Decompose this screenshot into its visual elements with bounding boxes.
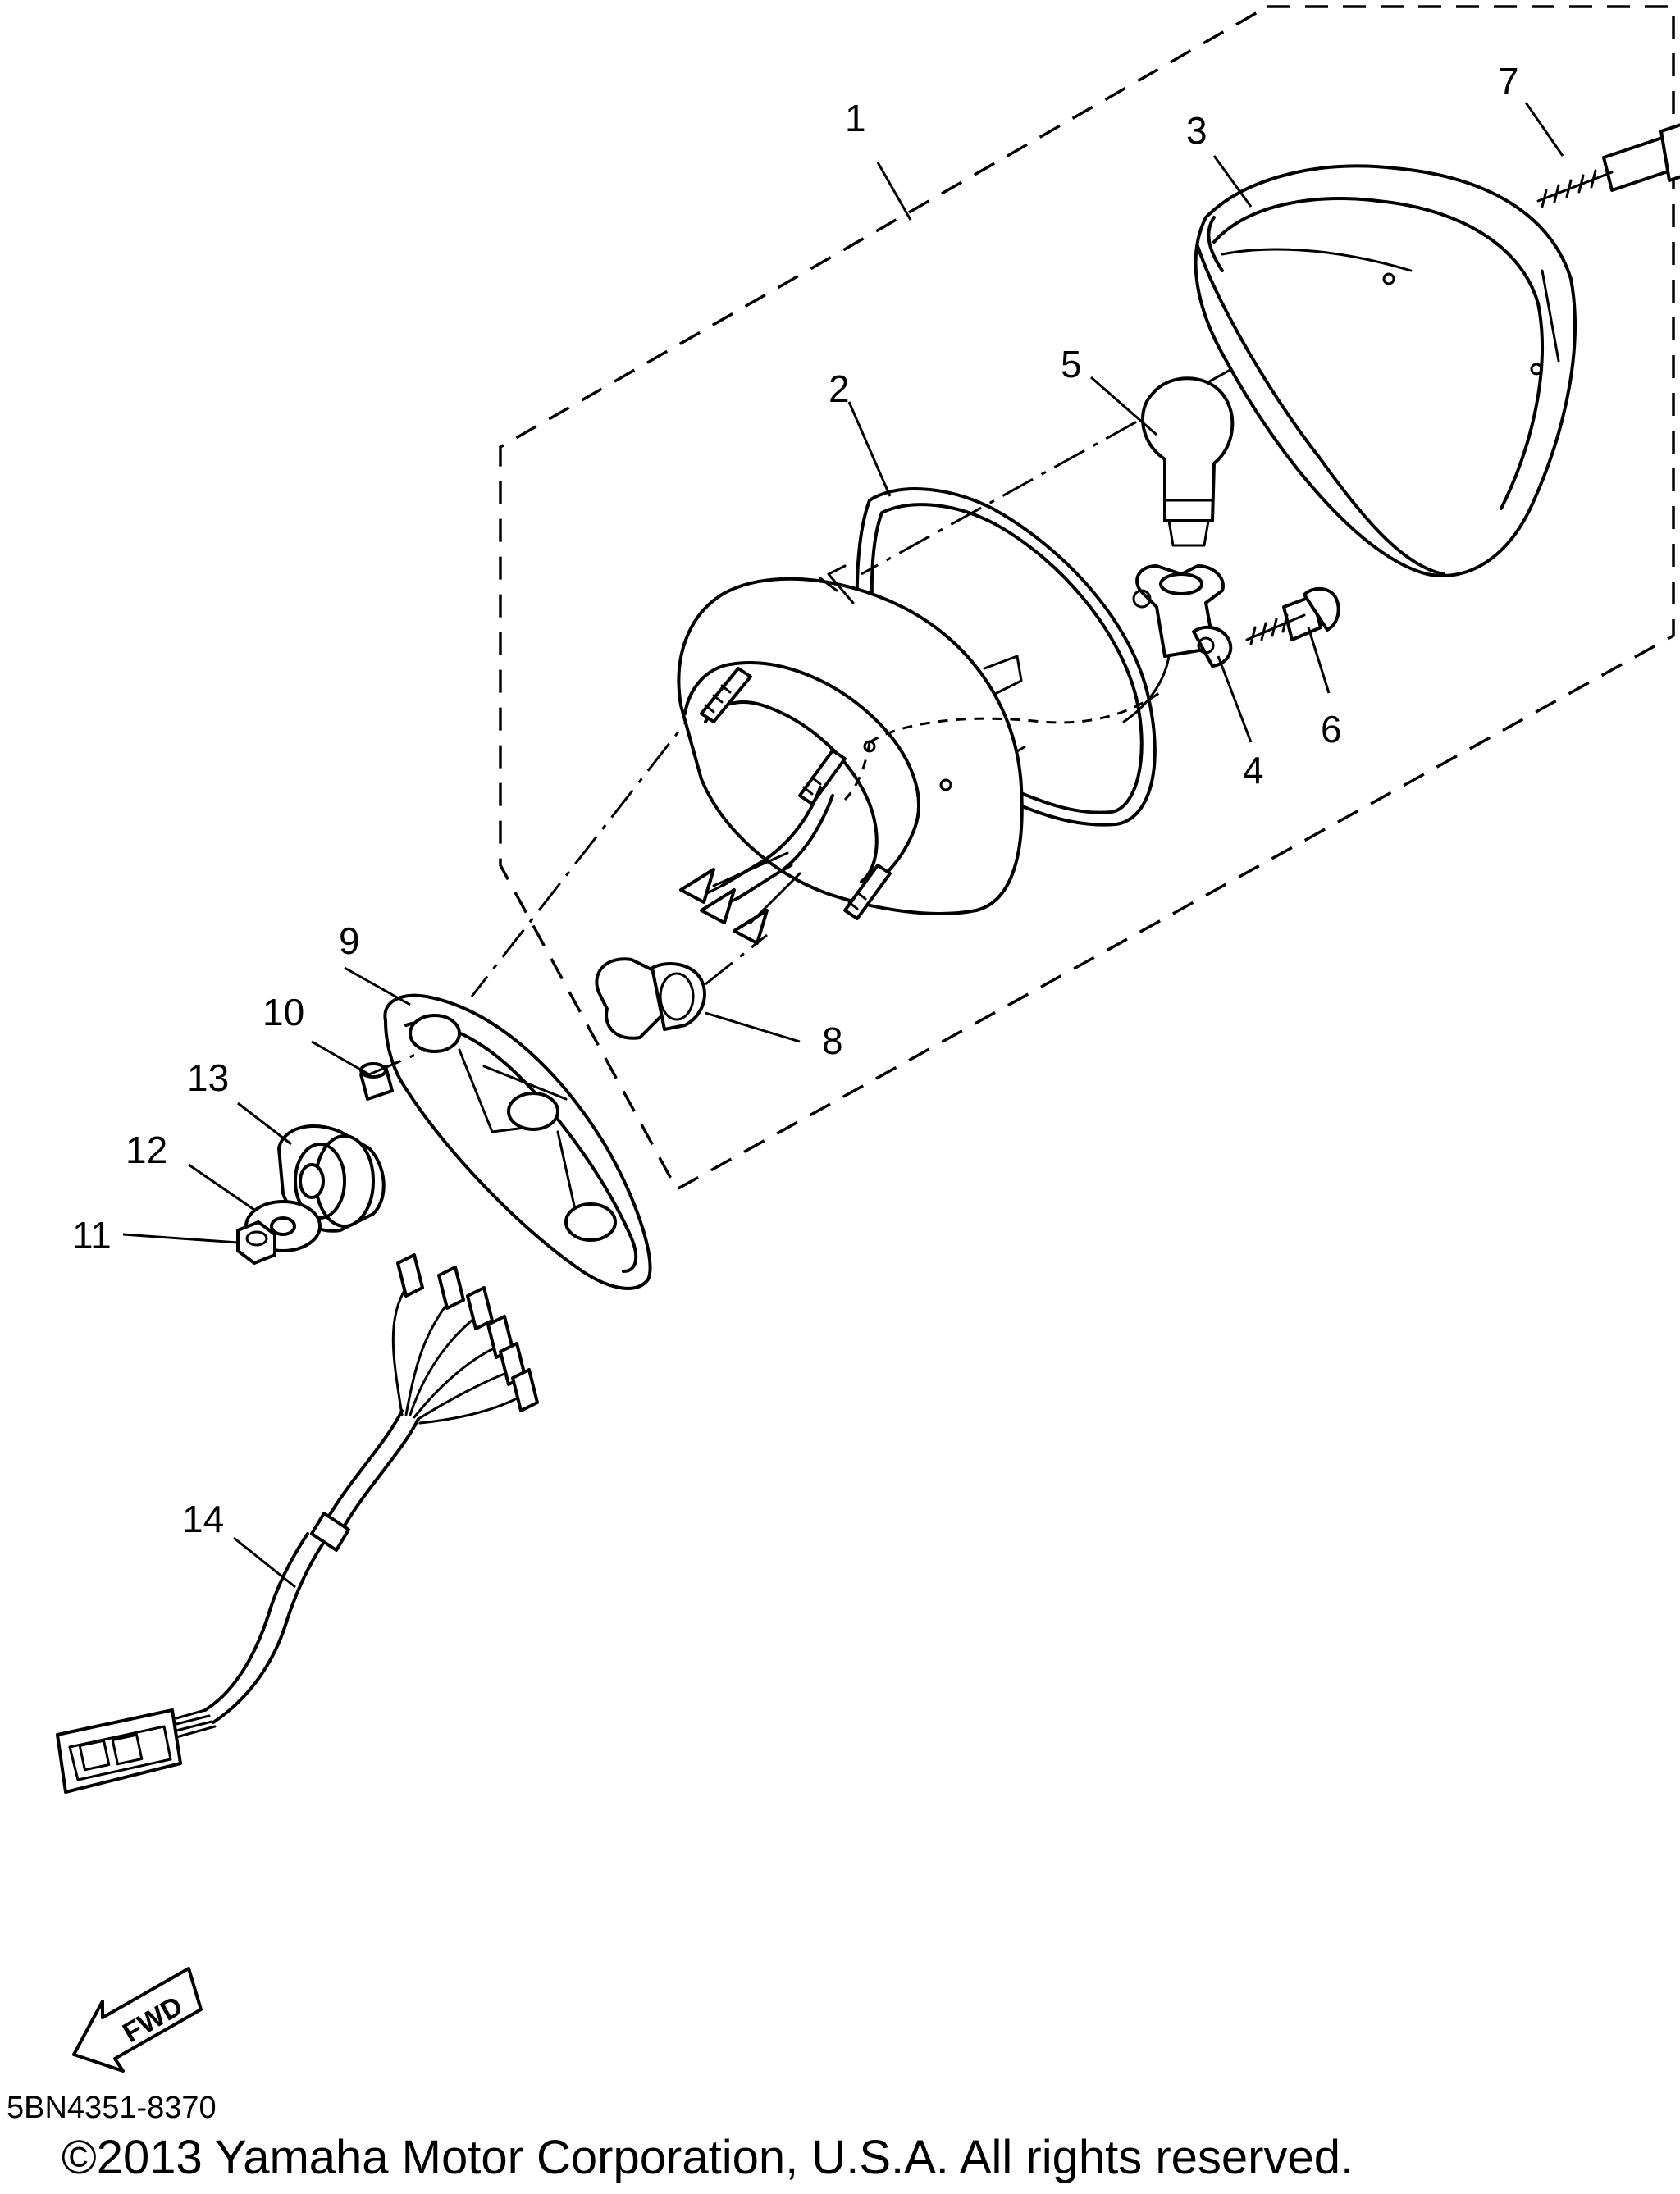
base-plate — [383, 993, 652, 1290]
callout-1: 1 — [845, 97, 866, 139]
center-line-lower — [470, 696, 707, 997]
bulb — [1141, 376, 1235, 547]
fwd-arrow: FWD — [72, 1967, 203, 2073]
leader-7 — [1524, 102, 1564, 157]
leader-12 — [188, 1163, 255, 1211]
callout-13: 13 — [187, 1056, 229, 1099]
screw-7 — [1536, 123, 1680, 208]
leader-11 — [122, 1233, 239, 1244]
grommet — [595, 933, 768, 1040]
callout-14: 14 — [182, 1498, 224, 1540]
lens — [1194, 164, 1577, 577]
callout-11: 11 — [72, 1214, 112, 1257]
callout-3: 3 — [1186, 109, 1208, 152]
leader-2 — [847, 401, 892, 497]
leader-8 — [705, 1011, 801, 1043]
nut — [236, 1220, 276, 1265]
wire-harness — [56, 1253, 539, 1794]
leader-14 — [233, 1536, 296, 1589]
callout-7: 7 — [1498, 60, 1519, 103]
leader-13 — [237, 1102, 292, 1146]
leader-1 — [876, 162, 912, 221]
callout-8: 8 — [822, 1019, 843, 1062]
callout-12: 12 — [126, 1129, 167, 1171]
copyright-notice: ©2013 Yamaha Motor Corporation, U.S.A. A… — [62, 2131, 1354, 2184]
callout-2: 2 — [829, 367, 850, 410]
socket — [1122, 564, 1233, 723]
callout-5: 5 — [1061, 343, 1082, 385]
collar — [359, 1062, 394, 1101]
leader-6 — [1307, 627, 1331, 694]
callout-10: 10 — [262, 991, 304, 1033]
assembly-boundary — [499, 5, 1675, 1192]
leader-4 — [1217, 655, 1253, 743]
callout-9: 9 — [339, 919, 360, 962]
center-line-upper — [861, 277, 1395, 576]
diagram-code: 5BN4351-8370 — [7, 2091, 217, 2125]
leader-5 — [1090, 376, 1157, 436]
callout-6: 6 — [1321, 708, 1342, 750]
leader-3 — [1212, 155, 1253, 208]
housing — [677, 564, 1166, 920]
callout-4: 4 — [1243, 749, 1264, 791]
leader-9 — [344, 966, 411, 1006]
screw-6 — [1245, 586, 1340, 645]
housing-wires — [679, 786, 834, 945]
leader-10 — [311, 1040, 370, 1076]
